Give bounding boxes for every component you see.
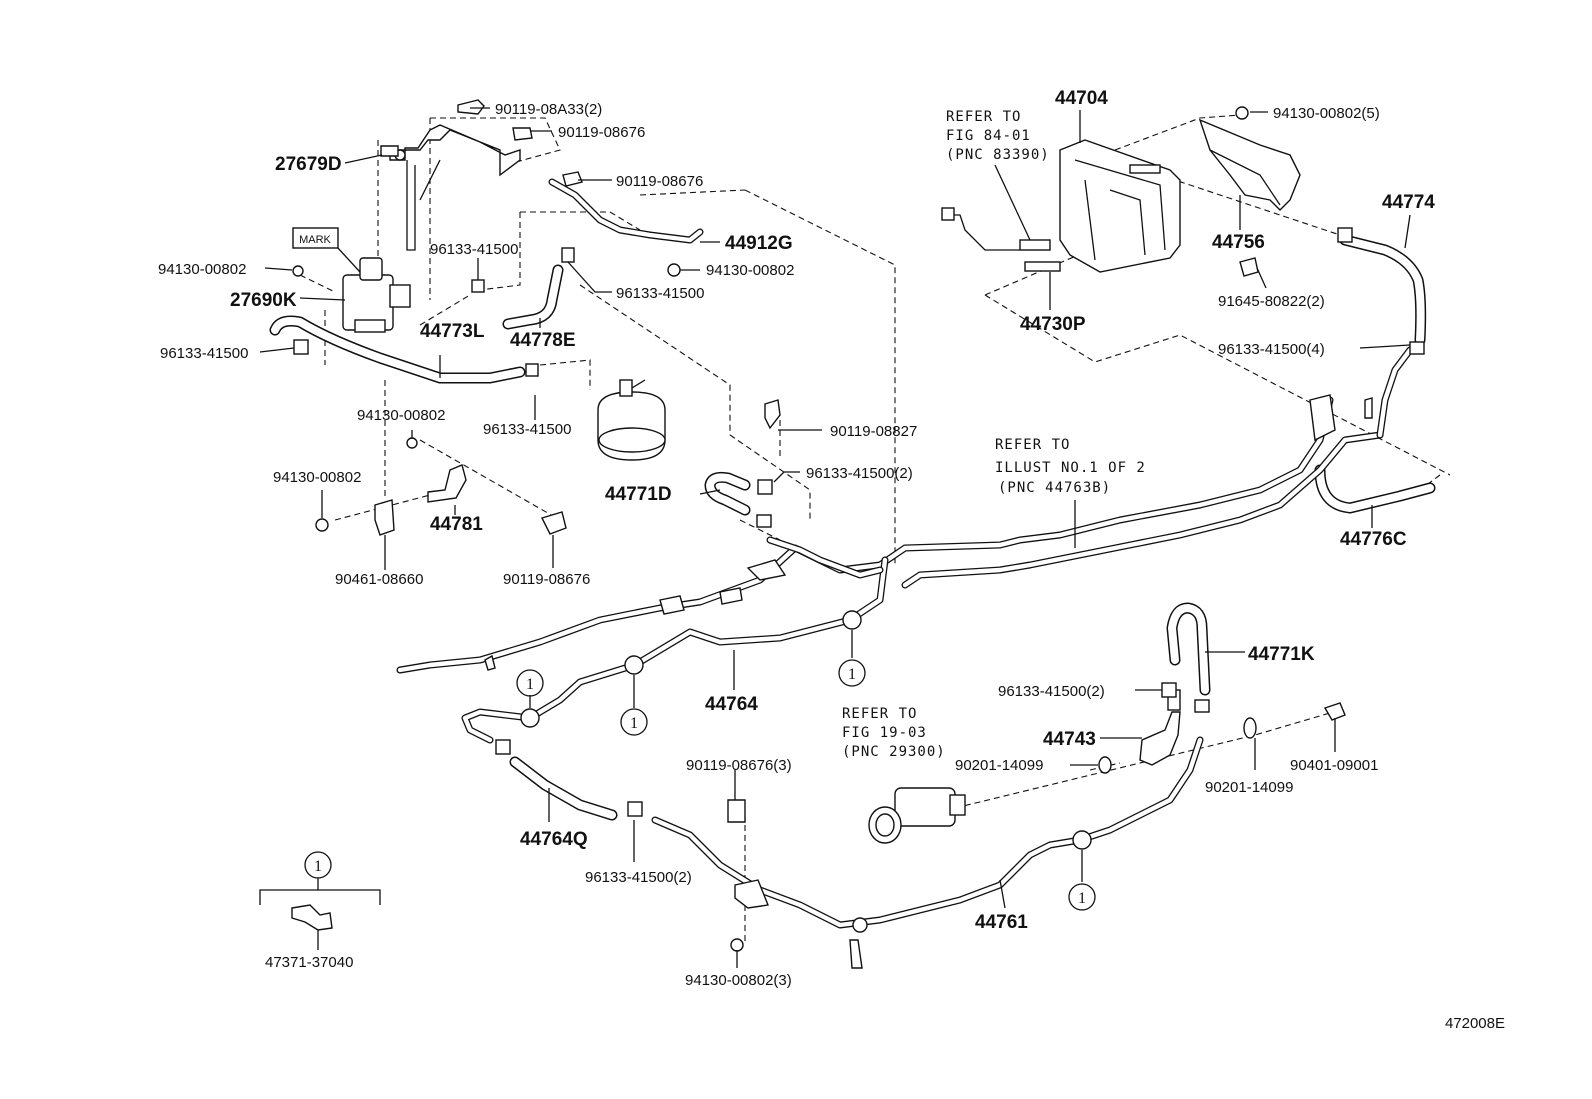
part-label: 44764Q [520, 829, 588, 850]
leader-lines [259, 107, 1411, 968]
circled-one-marker: 1 [516, 669, 544, 697]
svg-text:1: 1 [630, 715, 638, 732]
part-label: 27679D [275, 154, 342, 175]
svg-text:1: 1 [526, 676, 534, 693]
svg-text:REFER TO: REFER TO [946, 109, 1021, 125]
circled-one-marker: 1 [620, 708, 648, 736]
part-label: 44743 [1043, 729, 1096, 750]
mark-box: MARK [292, 227, 339, 249]
vsv-29300 [868, 787, 966, 844]
circled-one-marker: 1 [304, 851, 332, 879]
vsv-valve [342, 257, 411, 333]
sensor-wire [941, 207, 1020, 251]
circled-markers: 1 1 1 1 1 [304, 659, 1096, 911]
part-label: 90119-08676 [558, 124, 645, 141]
part-label: 44912G [725, 233, 793, 254]
svg-text:FIG 19-03: FIG 19-03 [842, 725, 927, 741]
svg-text:(PNC 29300): (PNC 29300) [842, 744, 946, 760]
part-label: 94130-00802 [706, 262, 794, 279]
part-label: 90461-08660 [335, 571, 423, 588]
main-part-labels: 27679D 27690K 44773L 44778E 44912G 44781… [230, 88, 1435, 933]
svg-text:(PNC 83390): (PNC 83390) [946, 147, 1050, 163]
part-label: 44764 [705, 694, 758, 715]
part-label: 96133-41500(2) [998, 683, 1105, 700]
hardware [292, 99, 1425, 969]
part-label: 96133-41500 [616, 285, 704, 302]
svg-text:1: 1 [1078, 890, 1086, 907]
canister-44704 [1019, 139, 1181, 273]
circled-one-marker: 1 [1068, 883, 1096, 911]
part-label: 90401-09001 [1290, 757, 1378, 774]
svg-text:REFER TO: REFER TO [995, 437, 1070, 453]
part-label: 90201-14099 [955, 757, 1043, 774]
part-label: 94130-00802(5) [1273, 105, 1380, 122]
part-label: 47371-37040 [265, 954, 353, 971]
part-label: 96133-41500 [430, 241, 518, 258]
charcoal-canister-small [597, 379, 666, 461]
part-label: 90119-08676(3) [686, 757, 792, 774]
fitting-44743 [1139, 689, 1181, 766]
part-label: 91645-80822(2) [1218, 293, 1325, 310]
hoses [269, 178, 1436, 821]
part-label: 96133-41500(2) [806, 465, 913, 482]
part-label: 44704 [1055, 88, 1108, 109]
svg-text:1: 1 [848, 666, 856, 683]
diagram-code: 472008E [1445, 1015, 1505, 1032]
part-label: 90119-08676 [616, 173, 703, 190]
reference-note-illust: REFER TO ILLUST NO.1 OF 2 (PNC 44763B) [995, 437, 1146, 496]
part-label: 96133-41500 [483, 421, 571, 438]
svg-text:REFER TO: REFER TO [842, 706, 917, 722]
top-bracket [389, 124, 521, 251]
svg-text:MARK: MARK [299, 234, 331, 246]
pipe-junction-clamps [520, 610, 1092, 933]
dashed-assembly-lines [299, 114, 1451, 945]
pipes [396, 346, 1414, 929]
svg-text:1: 1 [314, 858, 322, 875]
part-label: 90119-08A33(2) [495, 101, 602, 118]
part-label: 44730P [1020, 314, 1086, 335]
bracket-44781 [374, 464, 467, 536]
part-label: 44771D [605, 484, 672, 505]
part-label: 96133-41500(4) [1218, 341, 1325, 358]
part-label: 90119-08676 [503, 571, 590, 588]
svg-text:ILLUST NO.1 OF 2: ILLUST NO.1 OF 2 [995, 460, 1146, 476]
part-label: 44778E [510, 330, 576, 351]
part-label: 94130-00802 [158, 261, 246, 278]
part-label: 44761 [975, 912, 1028, 933]
part-label: 44771K [1248, 644, 1315, 665]
part-label: 44756 [1212, 232, 1265, 253]
svg-text:(PNC 44763B): (PNC 44763B) [998, 480, 1111, 496]
part-label: 90119-08827 [830, 423, 917, 440]
part-label: 96133-41500(2) [585, 869, 692, 886]
reference-note-fig19: REFER TO FIG 19-03 (PNC 29300) [842, 706, 946, 760]
part-label: 94130-00802 [357, 407, 445, 424]
part-label: 44774 [1382, 192, 1435, 213]
bracket-44756 [1198, 118, 1301, 211]
part-label: 94130-00802(3) [685, 972, 792, 989]
clip-inset [259, 878, 381, 950]
svg-text:FIG 84-01: FIG 84-01 [946, 128, 1031, 144]
hardware-part-labels: 90119-08A33(2) 90119-08676 90119-08676 9… [158, 101, 1380, 989]
part-label: 44776C [1340, 529, 1407, 550]
part-label: 44773L [420, 321, 485, 342]
part-label: 96133-41500 [160, 345, 248, 362]
part-label: 44781 [430, 514, 483, 535]
part-label: 27690K [230, 290, 297, 311]
reference-note-fig84: REFER TO FIG 84-01 (PNC 83390) [946, 109, 1050, 163]
circled-one-marker: 1 [838, 659, 866, 687]
part-label: 90201-14099 [1205, 779, 1293, 796]
part-label: 94130-00802 [273, 469, 361, 486]
